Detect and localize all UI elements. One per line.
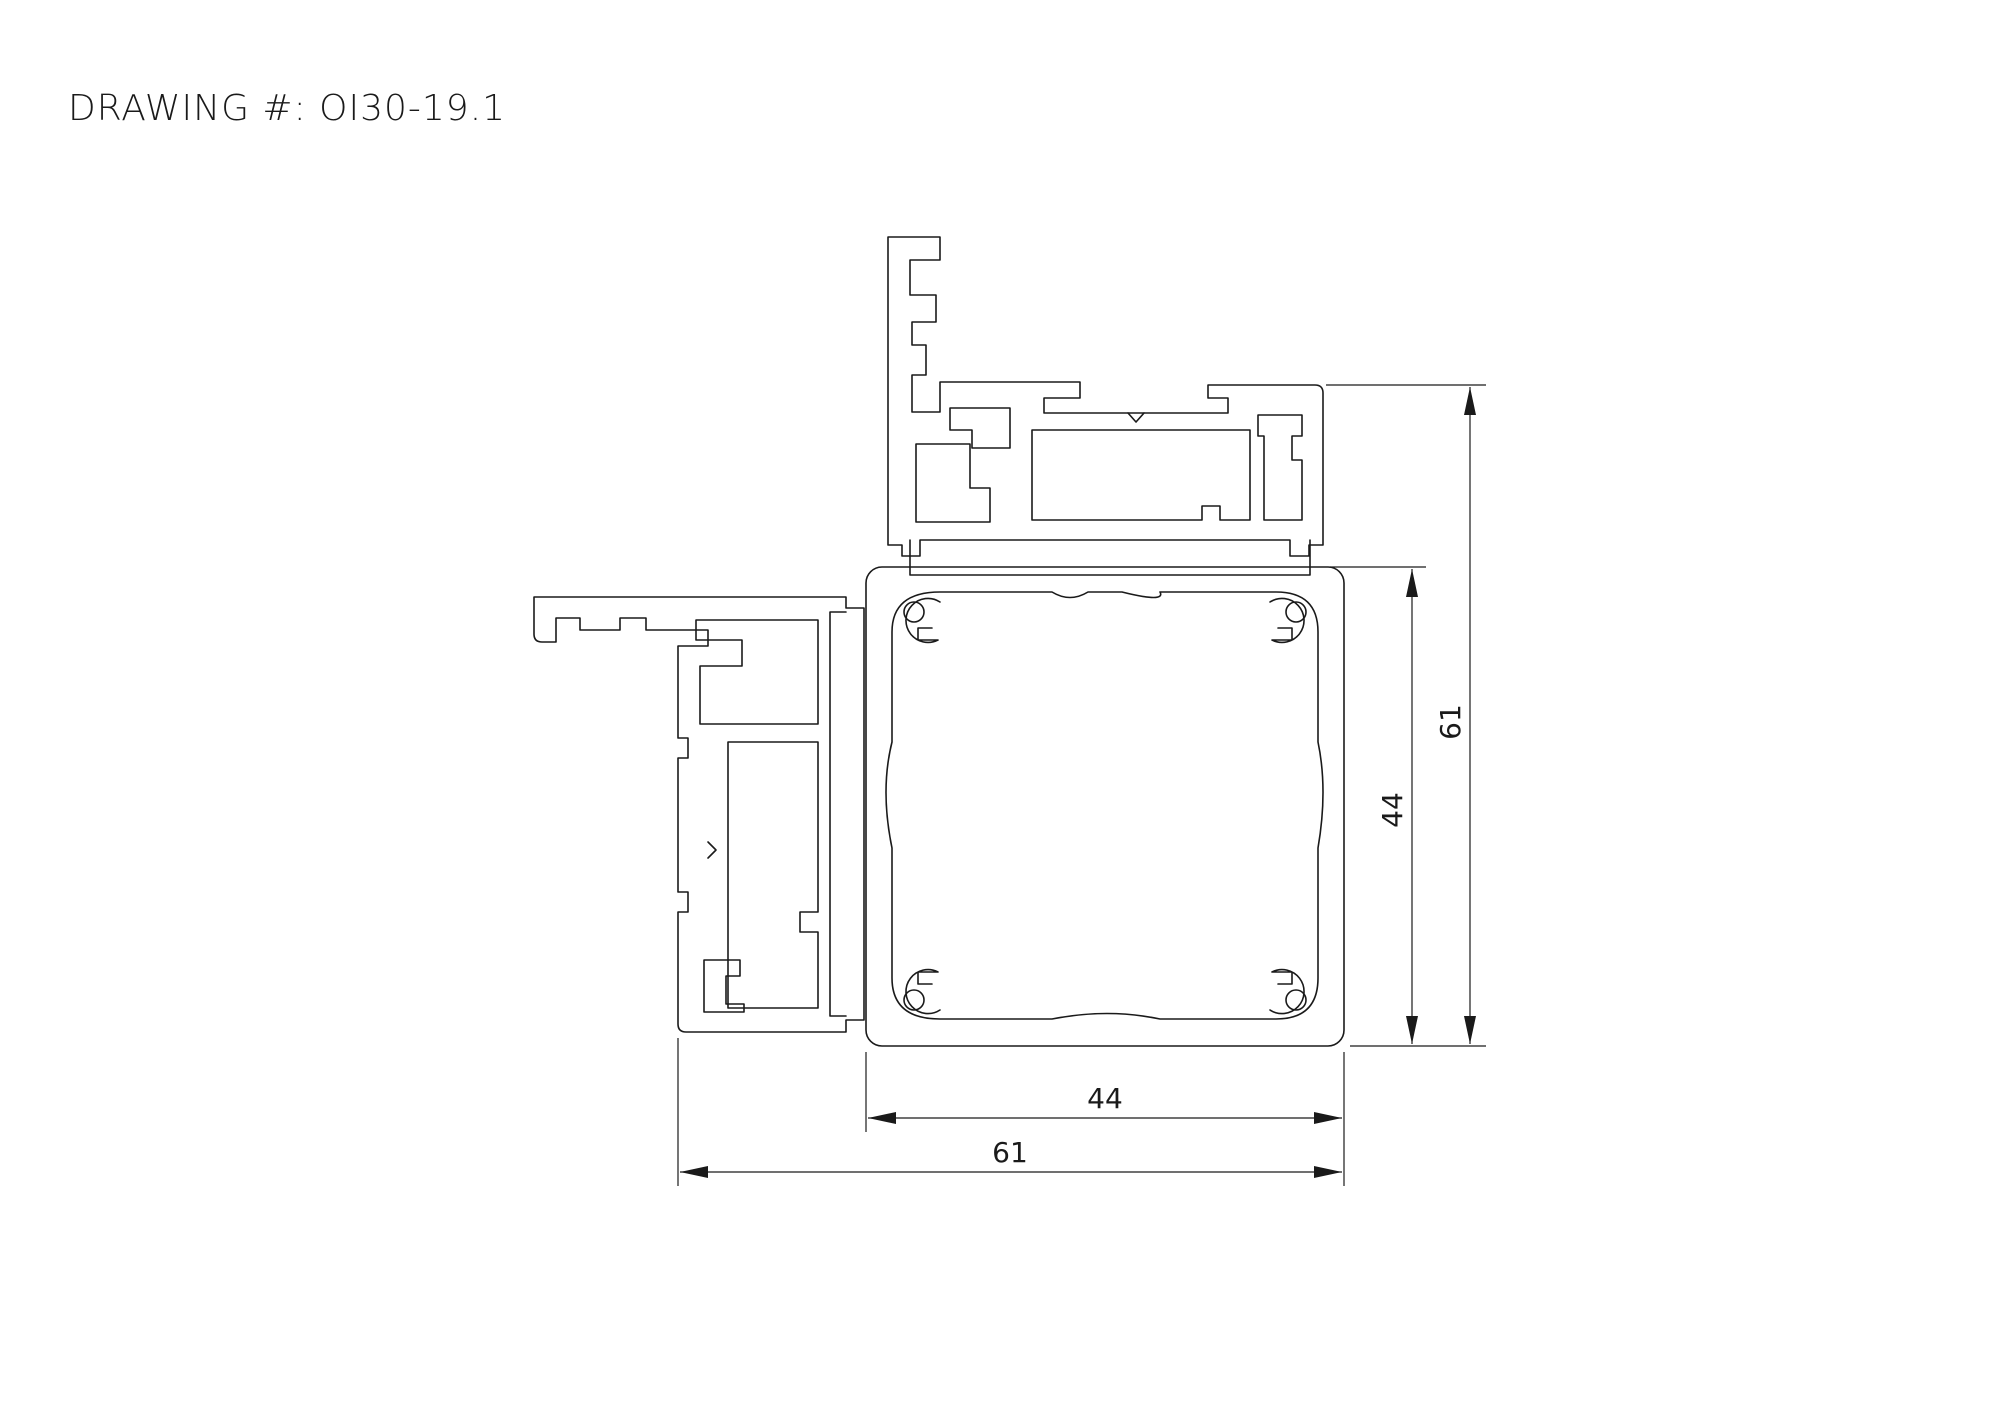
top-profile-chamber-main: [1031, 429, 1251, 521]
screw-port-top-right: [1269, 597, 1307, 644]
screw-port-bottom-left: [903, 968, 941, 1015]
left-profile-chamber-main: [727, 741, 819, 1009]
top-profile: [887, 236, 1324, 576]
top-gasket-strip: [909, 539, 1311, 576]
dimension-label-outer-height: 61: [1434, 704, 1467, 740]
screw-port-top-left: [903, 597, 941, 644]
top-profile-chamber-left: [949, 407, 1011, 449]
dimension-label-outer-width: 61: [992, 1136, 1028, 1169]
left-profile: [533, 596, 865, 1033]
tube-inner-cavity: [885, 591, 1324, 1020]
dimension-outer-height: 61: [1326, 384, 1486, 1044]
left-gasket-strip: [829, 611, 847, 1017]
left-profile-chamber-upper: [695, 619, 819, 725]
screw-port-bottom-right: [1269, 968, 1307, 1015]
top-profile-chamber-left-lower: [915, 443, 991, 523]
dimension-label-inner-width: 44: [1087, 1082, 1123, 1115]
dimension-label-inner-height: 44: [1376, 792, 1409, 828]
top-profile-hook: [1257, 414, 1303, 521]
drawing-title: DRAWING #: OI30-19.1: [68, 88, 507, 129]
tube-outer-wall: [865, 566, 1345, 1047]
main-tube: [865, 566, 1345, 1047]
dimension-inner-width: 44: [865, 1052, 1345, 1132]
dimension-inner-height: 44: [1330, 566, 1486, 1047]
dimension-outer-width: 61: [677, 1038, 1345, 1186]
top-profile-outline: [887, 236, 1324, 557]
left-profile-outline: [533, 596, 865, 1033]
left-profile-chamber-lower: [703, 959, 745, 1013]
